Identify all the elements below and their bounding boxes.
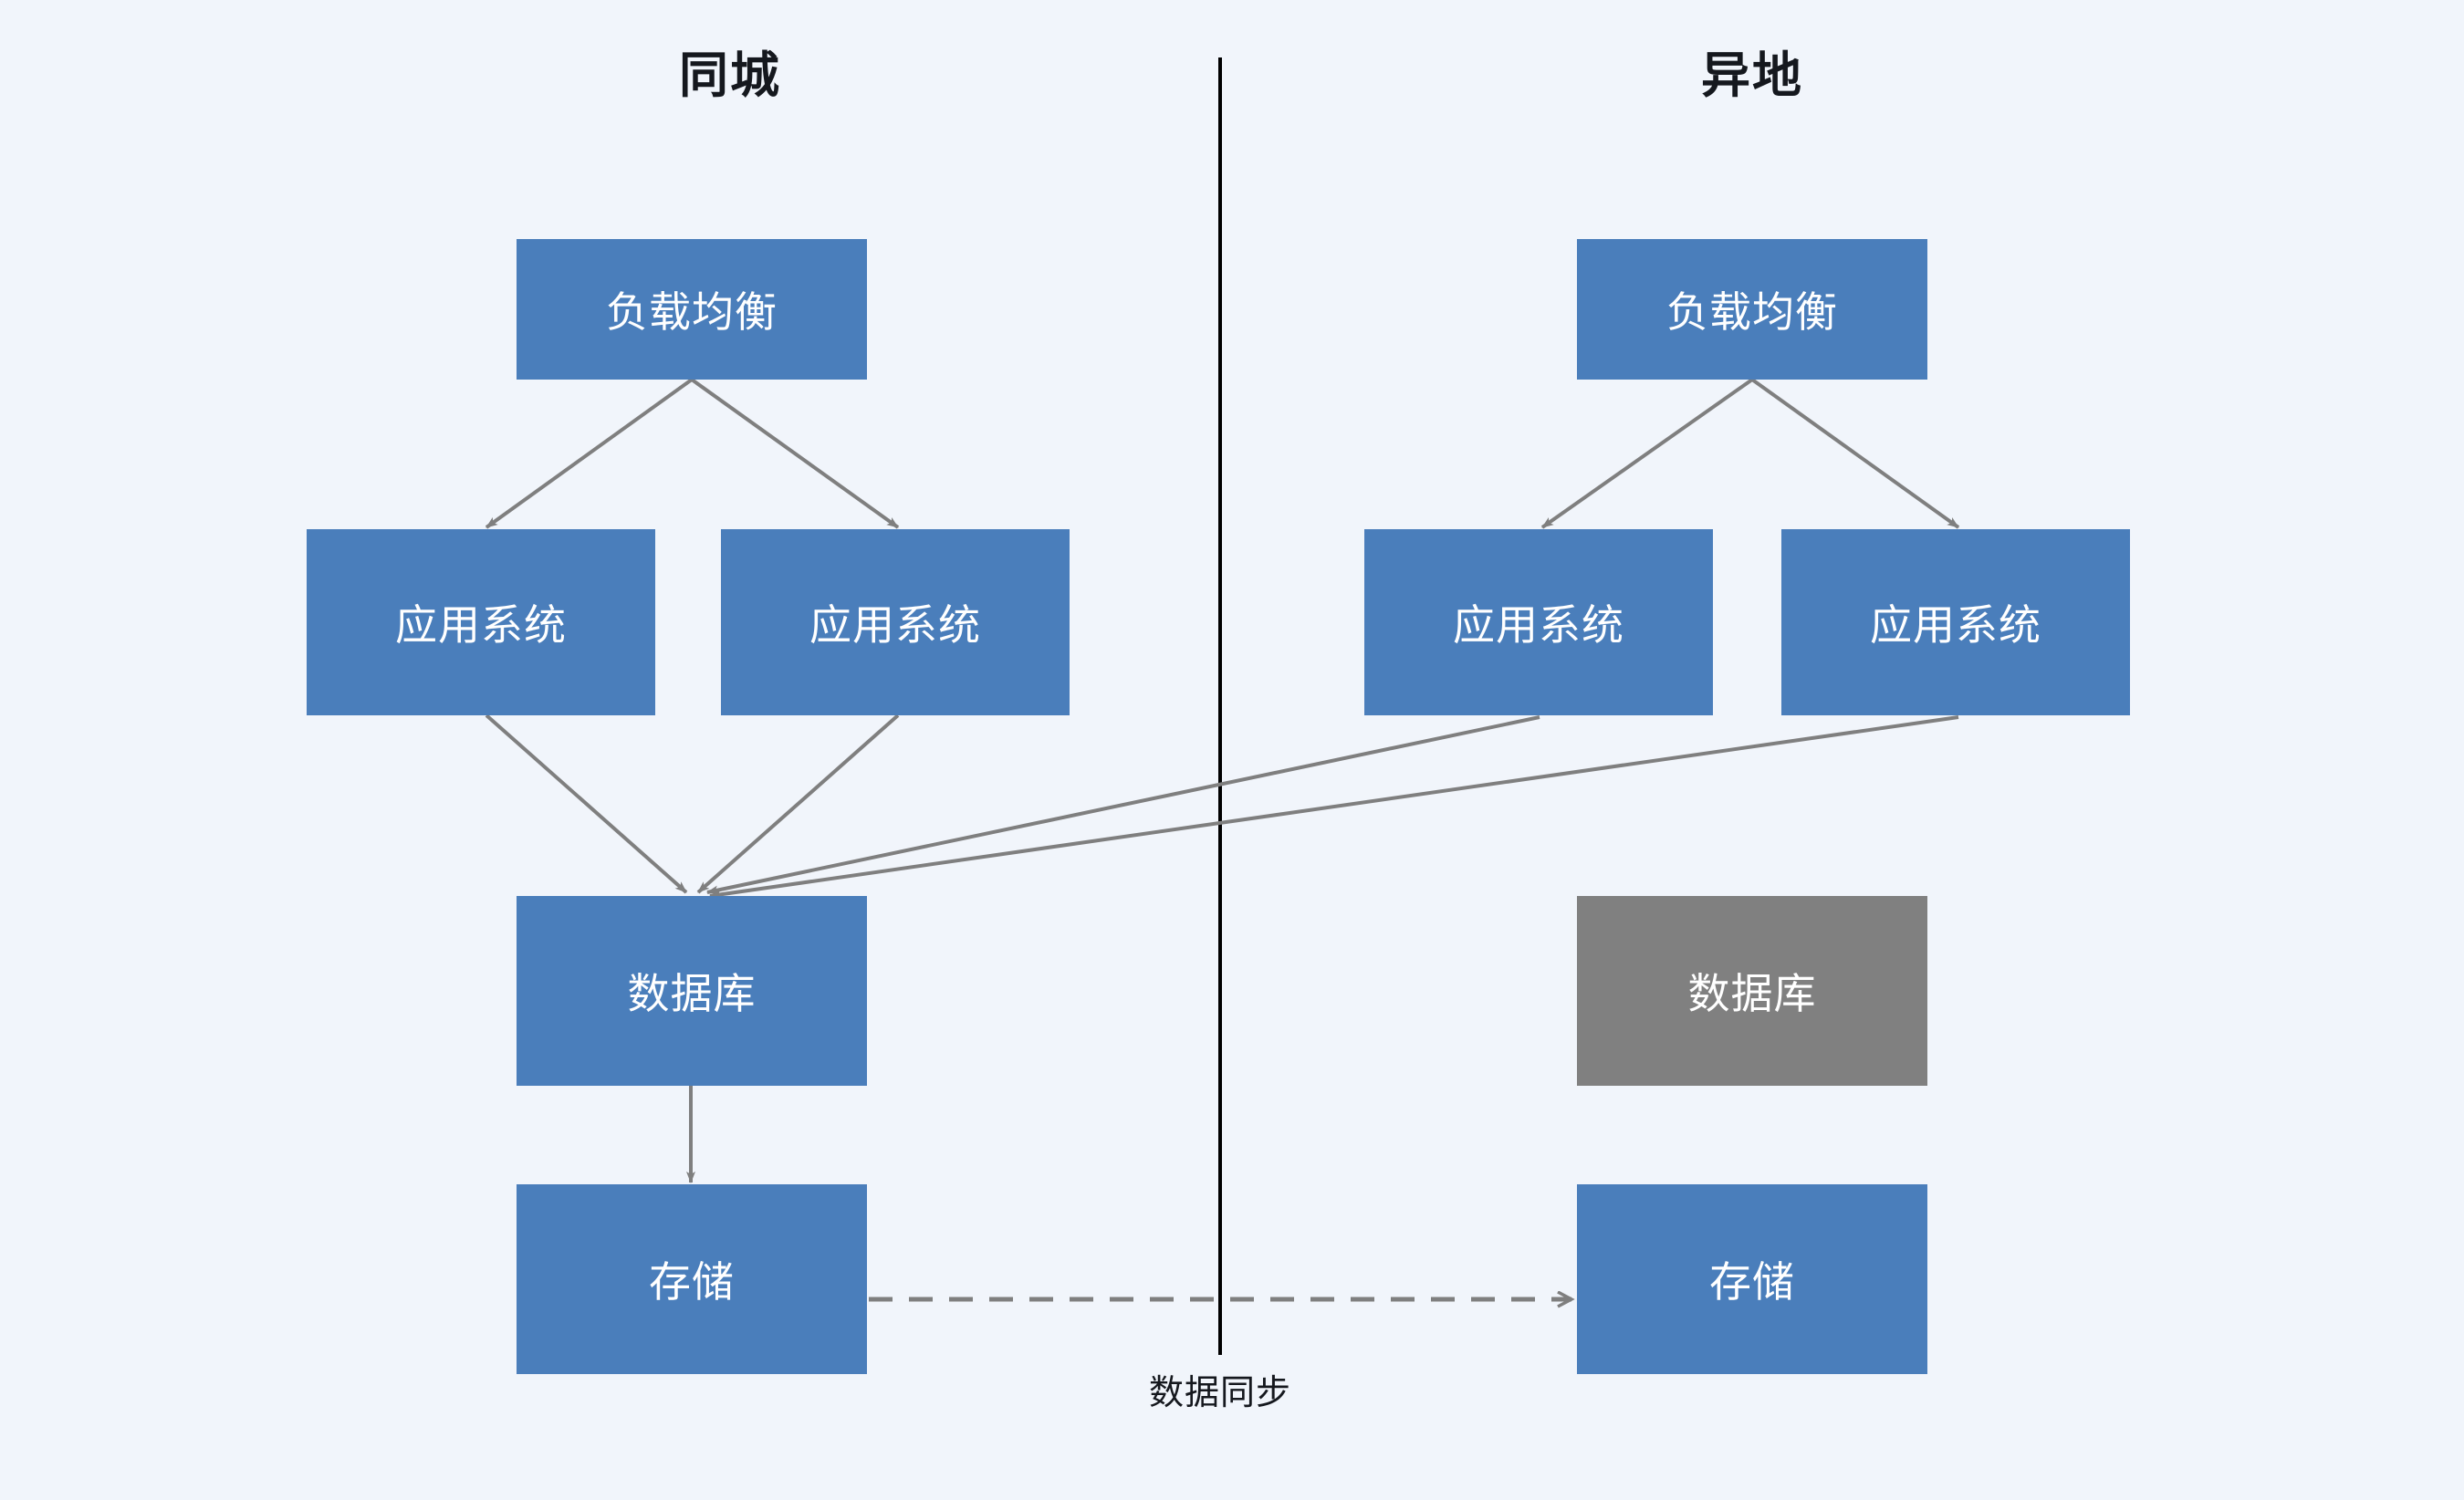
connector-app-remote-2-to-db-local: [709, 715, 1959, 900]
connector-lb-local-to-app-local-2: [690, 378, 900, 529]
node-storage-remote[interactable]: 存储: [1577, 1184, 1927, 1374]
node-db-local[interactable]: 数据库: [517, 896, 867, 1086]
connector-lb-local-to-app-local-1: [485, 378, 694, 529]
zone-title-local: 同城: [679, 48, 781, 103]
data-sync-label: 数据同步: [1148, 1374, 1292, 1412]
connector-app-remote-1-to-db-local: [706, 715, 1540, 895]
node-app-local-2[interactable]: 应用系统: [721, 529, 1070, 715]
node-storage-local[interactable]: 存储: [517, 1184, 867, 1374]
node-app-remote-2[interactable]: 应用系统: [1781, 529, 2130, 715]
zone-title-remote: 异地: [1701, 48, 1803, 103]
connector-lb-remote-to-app-remote-2: [1750, 378, 1960, 529]
connector-app-local-2-to-db-local: [696, 714, 900, 894]
connector-app-local-1-to-db-local: [485, 714, 688, 894]
node-lb-local[interactable]: 负载均衡: [517, 239, 867, 380]
node-app-remote-1[interactable]: 应用系统: [1364, 529, 1713, 715]
node-db-remote[interactable]: 数据库: [1577, 896, 1927, 1086]
node-lb-remote[interactable]: 负载均衡: [1577, 239, 1927, 380]
connector-lb-remote-to-app-remote-1: [1540, 378, 1754, 529]
node-app-local-1[interactable]: 应用系统: [307, 529, 655, 715]
